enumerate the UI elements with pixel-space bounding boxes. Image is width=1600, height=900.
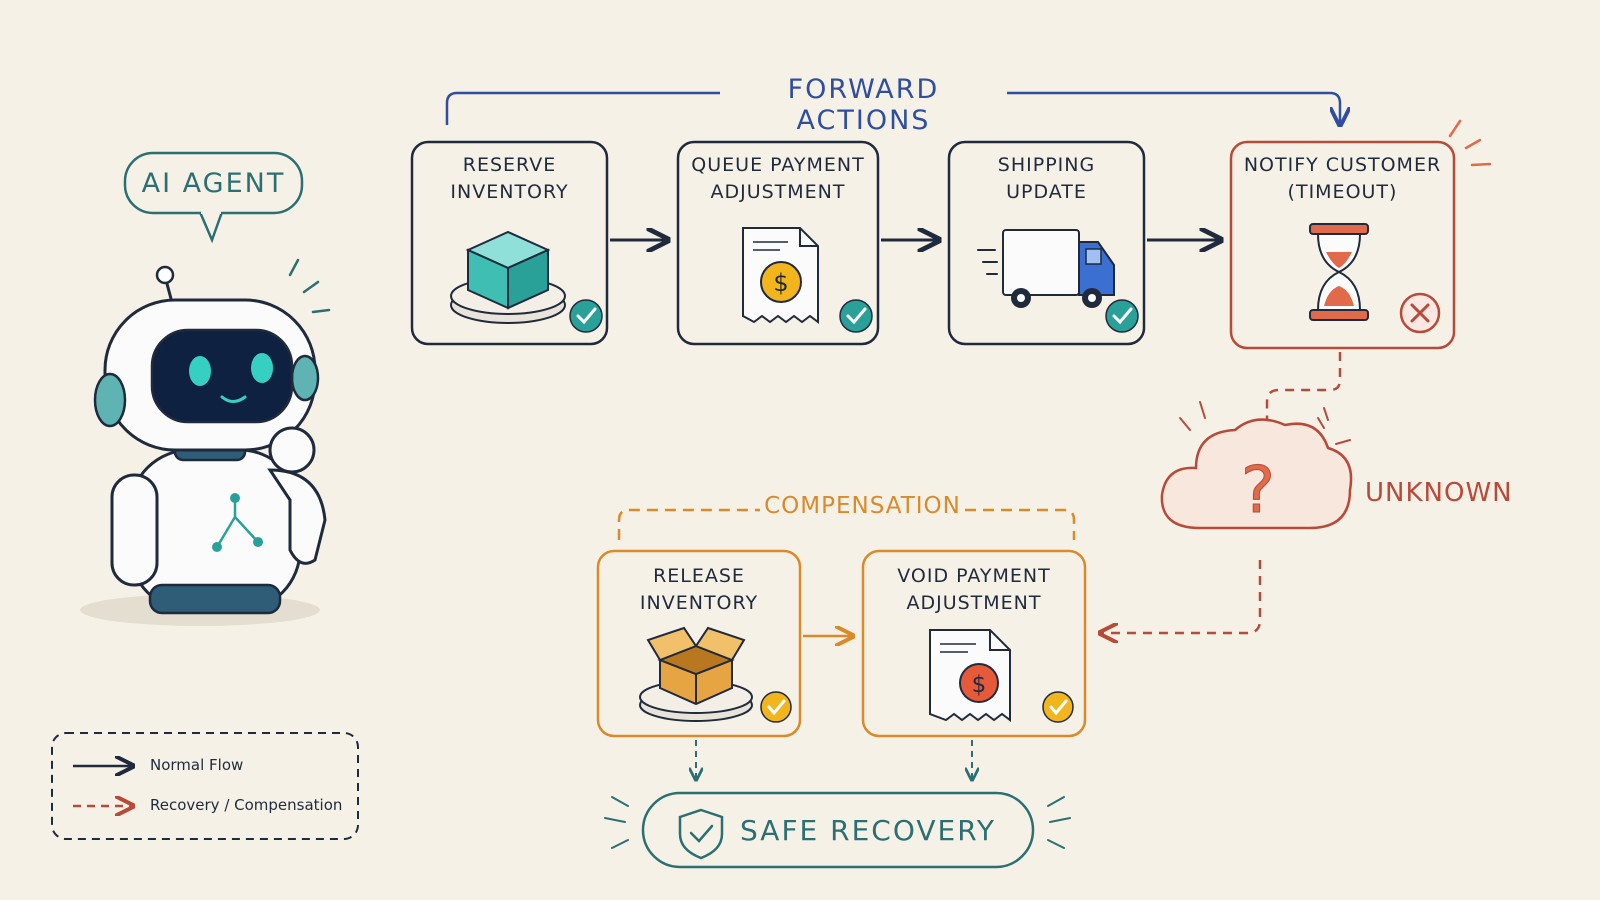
step-title-notify-customer: NOTIFY CUSTOMER (TIMEOUT) — [1243, 154, 1442, 203]
safe-recovery-pill — [641, 791, 1035, 869]
svg-text:?: ? — [1241, 454, 1275, 528]
agent-speech-bubble — [123, 151, 304, 244]
step-title-queue-payment: QUEUE PAYMENT ADJUSTMENT — [691, 154, 865, 203]
forward-actions-header: FORWARD ACTIONS — [722, 74, 1005, 136]
failure-x-icon — [1399, 292, 1441, 334]
hourglass-icon — [1309, 223, 1369, 321]
svg-text:$: $ — [773, 269, 788, 297]
step-box-shipping-update — [947, 140, 1146, 346]
receipt-dollar-icon: $ — [742, 227, 819, 324]
legend-box — [51, 732, 359, 840]
step-title-shipping-update: SHIPPING UPDATE — [997, 154, 1096, 203]
open-box-icon — [639, 626, 753, 722]
recovery-sparks — [604, 796, 1071, 849]
truck-icon — [977, 229, 1115, 308]
step-box-reserve-inventory — [410, 140, 609, 346]
step-box-release-inventory — [596, 549, 802, 738]
step-title-reserve-inventory: RESERVE INVENTORY — [450, 154, 569, 203]
legend-recovery-label: Recovery / Compensation — [150, 796, 343, 814]
robot-icon — [80, 258, 331, 626]
forward-bracket — [445, 91, 1340, 125]
step-box-void-payment — [861, 549, 1087, 738]
ai-agent — [80, 151, 331, 626]
cube-icon — [450, 230, 566, 324]
success-check-icon — [569, 299, 603, 333]
timeout-to-unknown-connector — [1265, 352, 1342, 420]
success-check-icon — [1105, 299, 1139, 333]
agent-bubble-label: AI AGENT — [141, 168, 286, 199]
success-check-icon — [1042, 691, 1074, 723]
alert-spark-icon — [1448, 119, 1492, 167]
success-check-icon — [839, 299, 873, 333]
svg-text:$: $ — [972, 672, 987, 698]
step-box-notify-customer — [1229, 140, 1456, 350]
receipt-dollar-icon: $ — [929, 629, 1011, 722]
unknown-label: UNKNOWN — [1365, 478, 1513, 508]
step-title-release-inventory: RELEASE INVENTORY — [639, 565, 759, 614]
shield-check-icon — [678, 808, 724, 860]
success-check-icon — [760, 691, 792, 723]
step-title-void-payment: VOID PAYMENT ADJUSTMENT — [897, 565, 1051, 614]
legend-normal-label: Normal Flow — [150, 756, 244, 774]
unknown-to-compensation-connector — [1100, 560, 1262, 633]
compensation-header: COMPENSATION — [760, 493, 965, 519]
safe-recovery-label: SAFE RECOVERY — [740, 814, 997, 847]
step-box-queue-payment — [676, 140, 880, 346]
question-cloud-icon: ? — [1160, 401, 1353, 530]
compensation-bracket — [617, 508, 1076, 540]
